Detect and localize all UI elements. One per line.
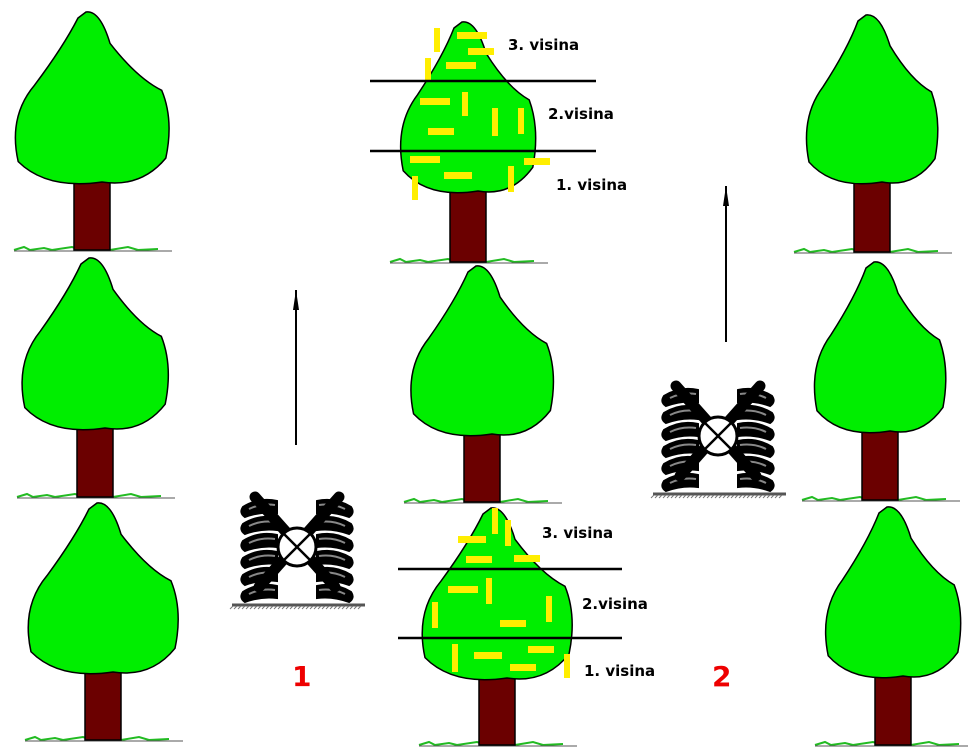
tree-center-top (390, 22, 550, 263)
height-mark (452, 644, 458, 672)
crown (814, 262, 945, 433)
height-mark (425, 58, 431, 82)
height-mark (462, 92, 468, 116)
tree-right-bottom (815, 507, 968, 746)
ground-hatch (230, 606, 233, 609)
crown (15, 12, 169, 184)
trunk (875, 670, 911, 745)
height-mark (432, 602, 438, 628)
bottom-tree-height-2-label: 2.visina (582, 595, 648, 613)
height-mark (510, 664, 536, 671)
arrow-head (293, 290, 299, 310)
trunk (862, 425, 898, 500)
height-mark (448, 586, 478, 593)
height-mark (546, 596, 552, 622)
height-mark (466, 556, 492, 563)
crown (806, 15, 937, 184)
machine-1 (230, 497, 365, 609)
trunk (77, 422, 113, 497)
height-mark (446, 62, 476, 69)
trunk (85, 666, 121, 740)
machine-2-direction-arrow (723, 186, 729, 342)
trunk (450, 185, 486, 262)
height-mark (508, 166, 514, 192)
machine-2-number: 2 (712, 660, 731, 693)
tree-left-middle (17, 258, 175, 498)
height-mark (518, 108, 524, 134)
trunk (854, 176, 890, 252)
tree-left-bottom (25, 503, 183, 741)
height-mark (492, 108, 498, 136)
height-mark (492, 508, 498, 534)
crown (22, 258, 168, 430)
tree-left-top (14, 12, 172, 251)
top-tree-height-1-label: 1. visina (556, 176, 627, 194)
height-mark (458, 536, 486, 543)
top-tree-height-2-label: 2.visina (548, 105, 614, 123)
height-mark (457, 32, 487, 39)
trunk (464, 428, 500, 502)
height-mark (468, 48, 494, 55)
bottom-tree-height-3-label: 3. visina (542, 524, 613, 542)
arrow-head (723, 186, 729, 206)
crown (28, 503, 178, 674)
track-segment (317, 534, 353, 551)
height-mark (474, 652, 502, 659)
ground-hatch (651, 495, 654, 498)
height-mark (524, 158, 550, 165)
height-mark (514, 555, 540, 562)
trunk (479, 672, 515, 745)
height-mark (528, 646, 554, 653)
trunk (74, 176, 110, 250)
track-segment (662, 423, 698, 440)
height-mark (444, 172, 472, 179)
track-segment (241, 534, 277, 551)
machine-2 (651, 386, 786, 498)
height-mark (410, 156, 440, 163)
tree-right-middle (802, 262, 960, 501)
height-mark (412, 176, 418, 200)
height-mark (500, 620, 526, 627)
machine-1-direction-arrow (293, 290, 299, 445)
height-mark (564, 654, 570, 678)
crown (826, 507, 961, 678)
height-mark (486, 578, 492, 604)
tree-center-middle (404, 266, 562, 503)
track-segment (738, 423, 774, 440)
height-mark (428, 128, 454, 135)
machine-1-number: 1 (292, 660, 311, 693)
tree-right-top (794, 15, 952, 253)
height-mark (505, 520, 511, 546)
tree-center-bottom (419, 508, 577, 746)
top-tree-height-3-label: 3. visina (508, 36, 579, 54)
crown (411, 266, 554, 436)
height-mark (434, 28, 440, 52)
bottom-tree-height-1-label: 1. visina (584, 662, 655, 680)
height-mark (420, 98, 450, 105)
